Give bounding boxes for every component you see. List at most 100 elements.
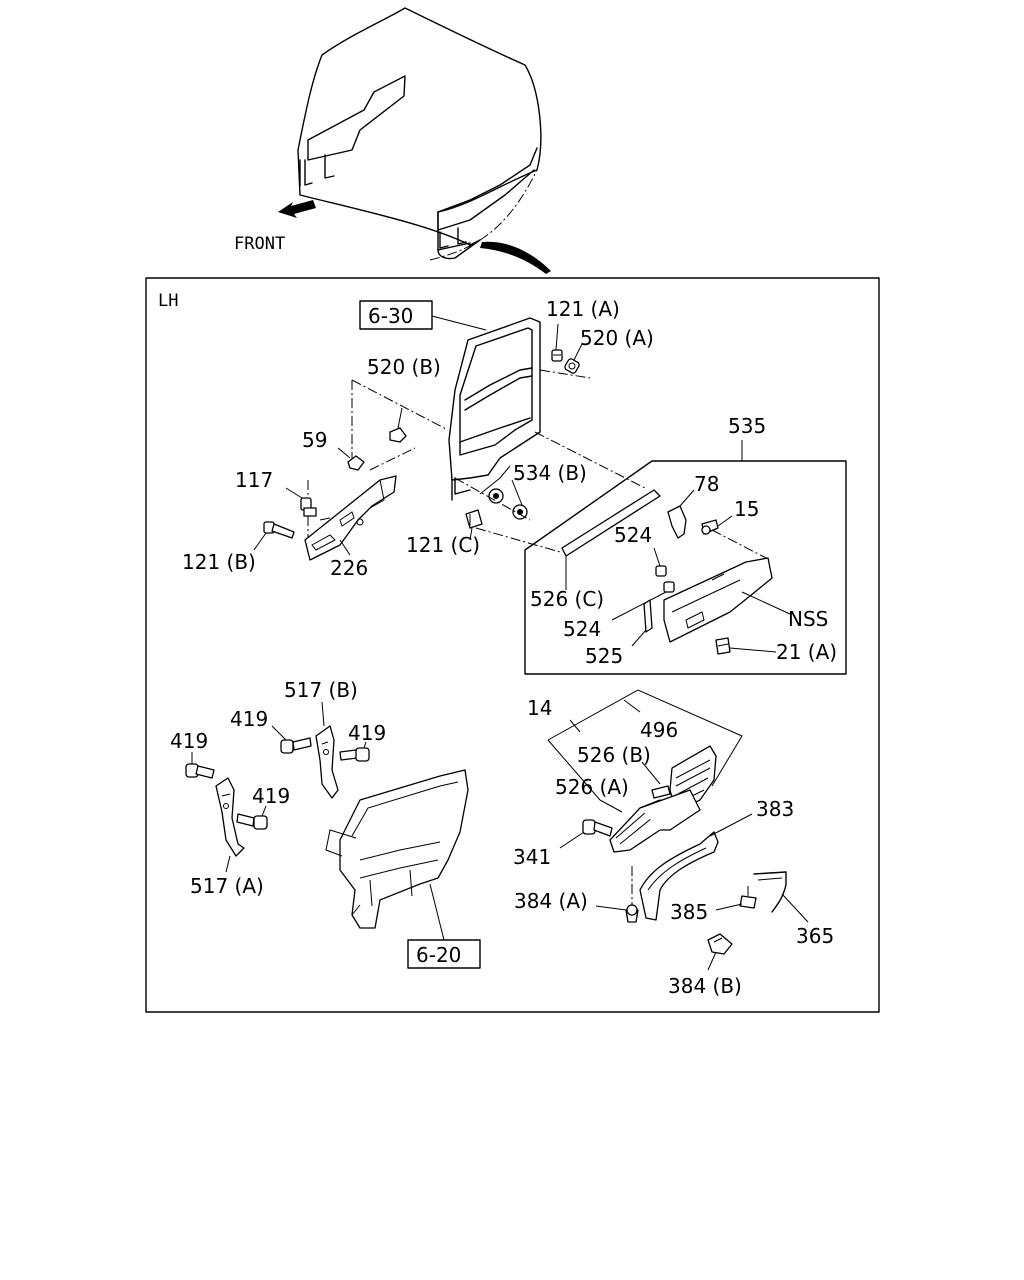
label-419-b: 419 <box>348 721 386 745</box>
screw-15-icon <box>701 519 719 535</box>
clip-526b-icon <box>651 785 671 799</box>
label-525: 525 <box>585 644 623 668</box>
clip-520b-icon <box>389 427 407 443</box>
label-121a: 121 (A) <box>546 297 620 321</box>
bush-534b-right-icon <box>512 504 528 520</box>
leader-526a <box>599 799 623 813</box>
clip-524-lower-icon <box>663 581 675 593</box>
label-419-c: 419 <box>170 729 208 753</box>
leader-534b-b <box>511 479 523 506</box>
label-419-a: 419 <box>230 707 268 731</box>
leader-524-lower <box>611 591 667 621</box>
bracket-525 <box>643 599 653 633</box>
leader-59 <box>337 447 351 459</box>
leader-6-20 <box>429 883 445 941</box>
leader-534b-a <box>479 465 511 495</box>
leader-121c <box>469 527 473 541</box>
bush-534b-left-icon <box>488 488 504 504</box>
bracket-517b <box>315 725 339 799</box>
side-cover-nss <box>663 557 773 643</box>
strip-526c <box>561 489 661 557</box>
bolt-419-d-icon <box>236 813 268 830</box>
label-21a: 21 (A) <box>776 640 837 664</box>
leader-384a <box>595 905 627 911</box>
leader-nss <box>741 591 791 615</box>
lh-label: LH <box>158 291 178 311</box>
bolt-419-a-icon <box>280 737 312 754</box>
label-517a: 517 (A) <box>190 874 264 898</box>
label-14: 14 <box>527 696 552 720</box>
leader-385 <box>715 903 743 911</box>
label-226: 226 <box>330 556 368 580</box>
leader-384b <box>707 951 717 971</box>
clip-121c-icon <box>465 509 483 529</box>
step-frame-6-20 <box>325 769 469 929</box>
leader-121a <box>555 323 559 351</box>
front-label: FRONT <box>234 234 285 254</box>
label-15: 15 <box>734 497 759 521</box>
bolt-419-c-icon <box>185 763 215 779</box>
lh-detail-frame <box>145 277 880 1013</box>
label-524-lower: 524 <box>563 617 601 641</box>
group-outline-14 <box>547 689 743 787</box>
leader-520b <box>397 407 403 429</box>
bolt-341-icon <box>582 819 613 837</box>
step-cover-526a <box>609 789 701 853</box>
label-384a: 384 (A) <box>514 889 588 913</box>
label-59: 59 <box>302 428 327 452</box>
label-121b: 121 (B) <box>182 550 256 574</box>
leader-78 <box>679 489 695 507</box>
leader-383 <box>709 813 753 837</box>
clip-59-icon <box>347 455 365 471</box>
screw-121b-icon <box>263 521 295 539</box>
label-383: 383 <box>756 797 794 821</box>
label-520b: 520 (B) <box>367 355 441 379</box>
label-524-upper: 524 <box>614 523 652 547</box>
label-78: 78 <box>694 472 719 496</box>
label-117: 117 <box>235 468 273 492</box>
bracket-78 <box>667 505 687 539</box>
bracket-517a <box>215 777 245 857</box>
leader-526b <box>641 761 661 785</box>
leader-525 <box>631 629 647 647</box>
label-526b: 526 (B) <box>577 743 651 767</box>
bracket-226 <box>304 475 397 561</box>
label-nss: NSS <box>788 607 828 631</box>
bolt-419-b-icon <box>339 747 370 762</box>
screw-385-icon <box>739 886 757 909</box>
leader-121b <box>253 532 267 551</box>
ref-label-6-20: 6-20 <box>416 943 461 967</box>
nut-520a-icon <box>564 358 580 374</box>
ref-box-6-30 <box>359 300 433 330</box>
leader-496 <box>623 699 641 713</box>
leader-365 <box>781 893 809 923</box>
leader-524-upper <box>653 547 661 567</box>
label-365: 365 <box>796 924 834 948</box>
leader-419-d <box>261 805 267 817</box>
label-384b: 384 (B) <box>668 974 742 998</box>
back-panel-6-30 <box>448 317 541 501</box>
leader-520a <box>573 343 583 361</box>
cab-overview-drawing <box>278 7 551 274</box>
leader-14 <box>569 719 581 733</box>
rod-365 <box>753 871 787 913</box>
ref-box-6-20 <box>407 939 481 969</box>
label-520a: 520 (A) <box>580 326 654 350</box>
clip-21a-icon <box>715 637 731 655</box>
frame-535 <box>524 460 847 675</box>
bolt-117-icon <box>300 497 317 517</box>
leader-15 <box>717 515 733 527</box>
step-panel-383 <box>639 831 719 921</box>
leader-341 <box>559 831 585 849</box>
leader-419-a <box>271 725 287 741</box>
clip-121a-icon <box>551 349 563 362</box>
ref-label-6-30: 6-30 <box>368 304 413 328</box>
leader-226 <box>339 539 351 556</box>
label-526c: 526 (C) <box>530 587 604 611</box>
leader-419-b <box>363 741 367 749</box>
leader-517a <box>225 855 231 873</box>
clip-384a-icon <box>625 904 639 923</box>
leader-117 <box>285 487 303 499</box>
leader-6-30 <box>431 315 487 331</box>
